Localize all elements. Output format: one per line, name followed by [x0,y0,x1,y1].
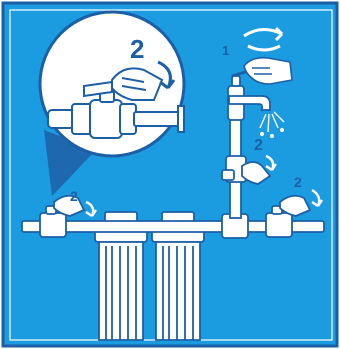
step-number-faucet: 1 [222,44,229,57]
step-number-left-valve: 2 [70,189,78,203]
step-number-vertical-valve: 2 [254,138,263,154]
step-number-inset: 2 [130,36,144,62]
step-number-right-valve: 2 [294,175,302,189]
